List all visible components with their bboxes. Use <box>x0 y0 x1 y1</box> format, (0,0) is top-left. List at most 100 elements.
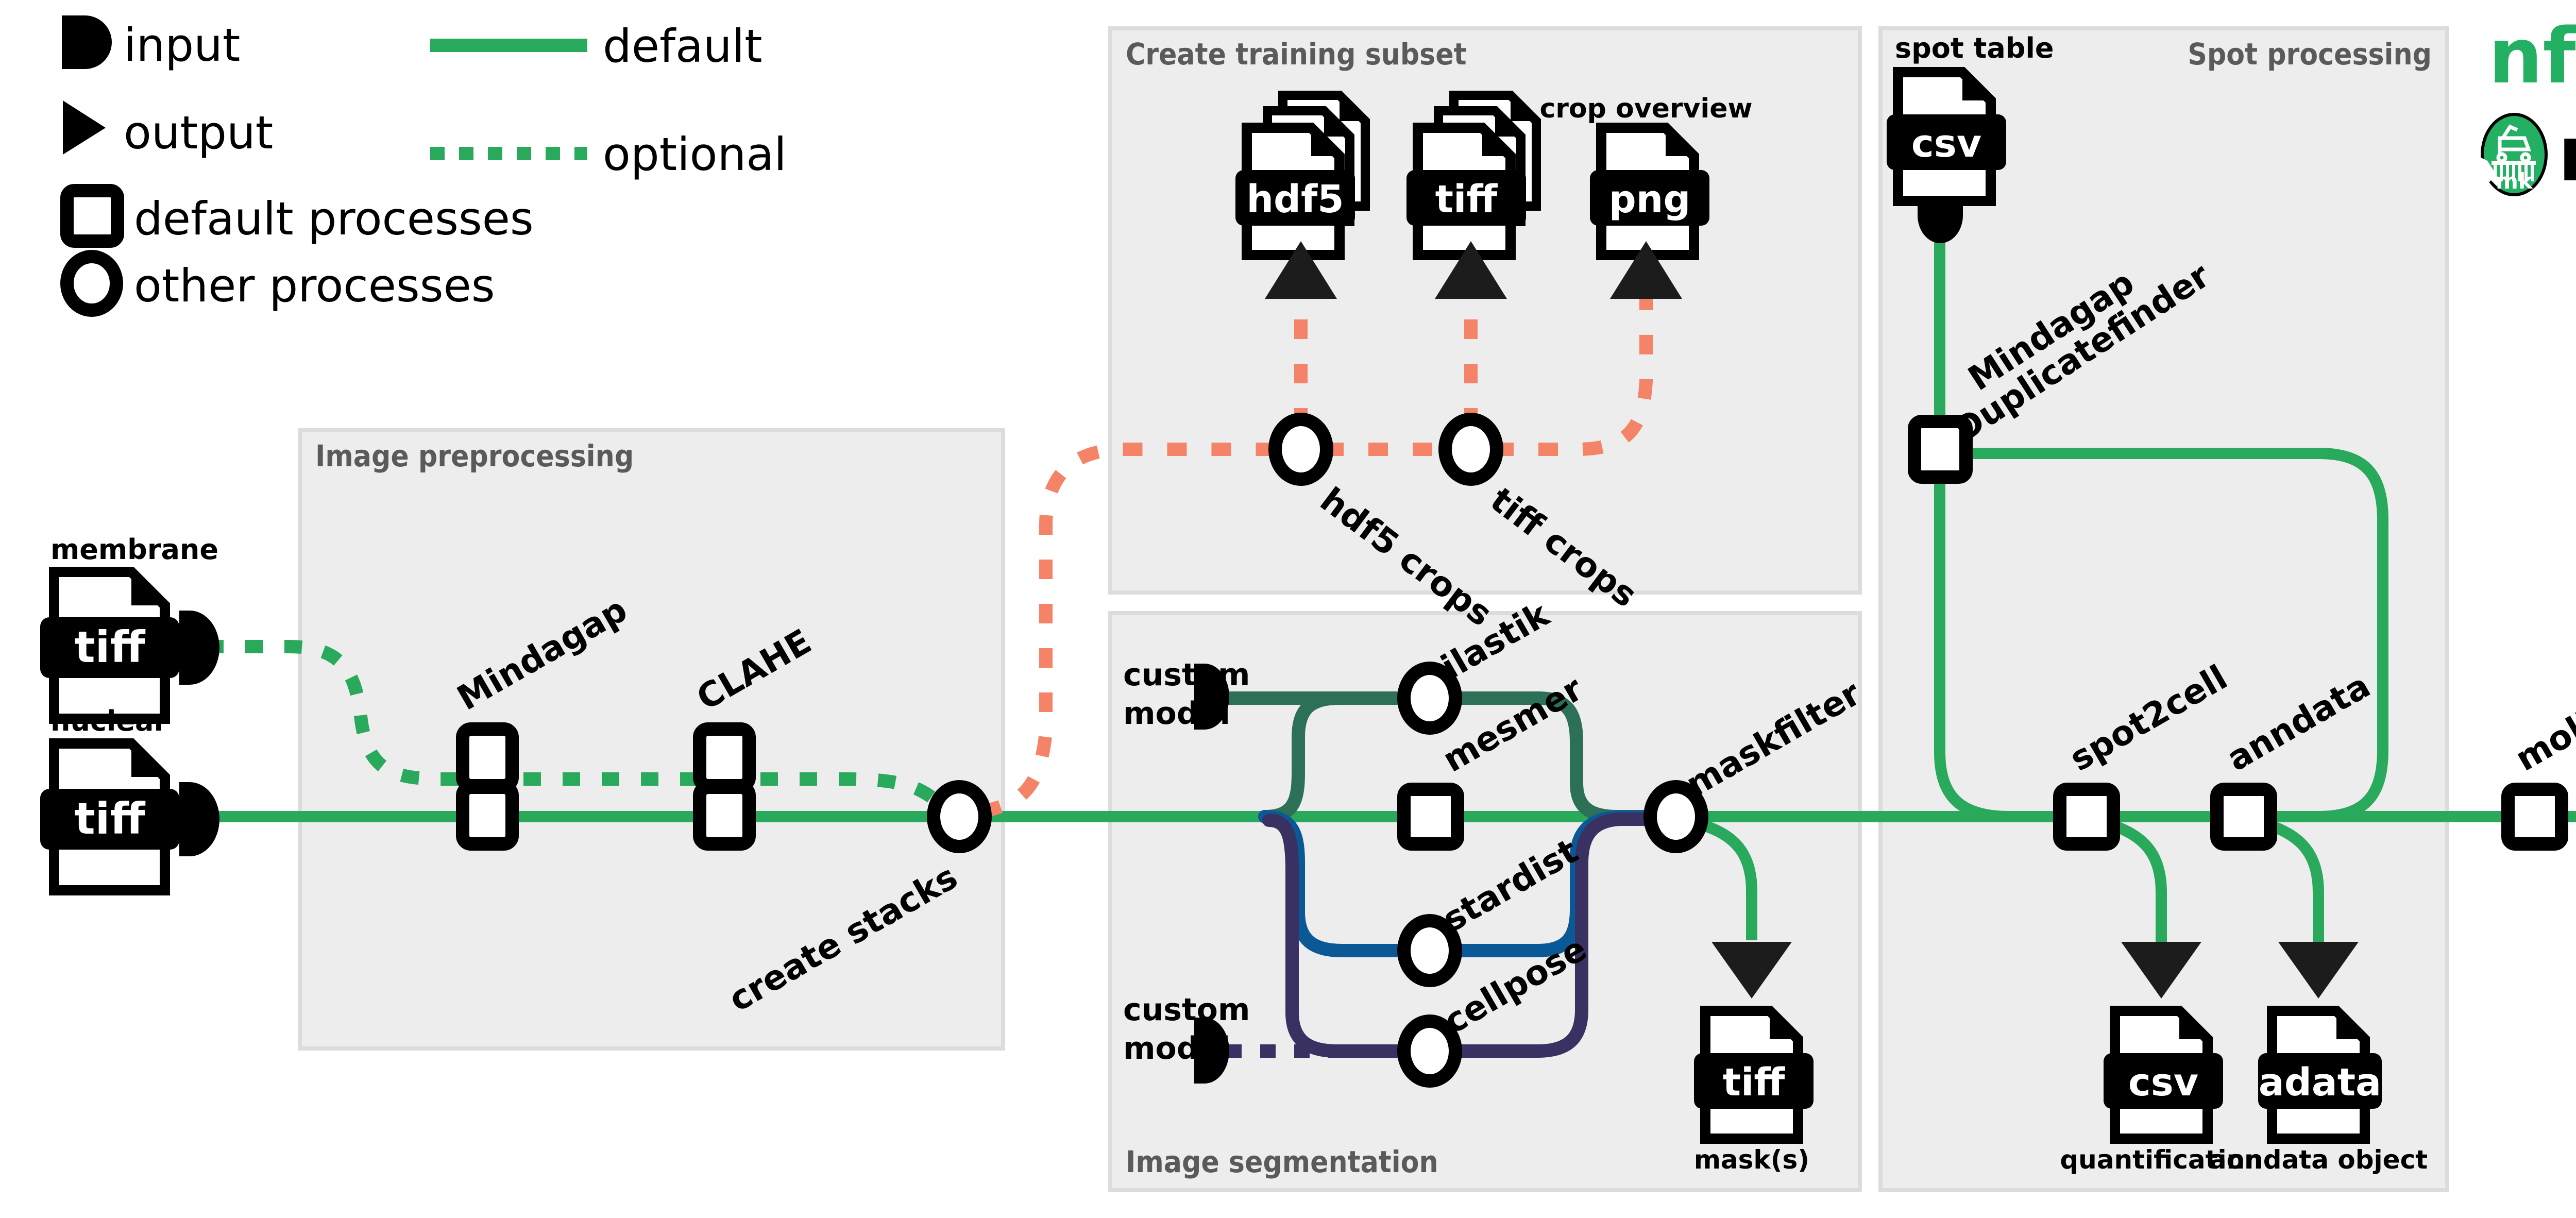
process-molkartqc[interactable]: molkartqc <box>2501 648 2576 851</box>
legend-default-process-row: default processes <box>60 184 534 248</box>
input-dshape-icon <box>1194 664 1229 730</box>
output-file-masks: tiff mask(s) <box>1694 942 1814 1175</box>
file-format-label: csv <box>2128 1060 2198 1105</box>
input-caption-custom-model-line1: custom <box>1123 992 1250 1028</box>
process-label-tiff-crops: tiff crops <box>1483 480 1644 615</box>
edge-spot2cell-to-quantification <box>2108 819 2167 942</box>
input-caption-custom-model-line1: custom <box>1123 657 1250 693</box>
input-dshape-icon <box>1194 1018 1229 1084</box>
file-icon-adata: adata <box>2258 1006 2382 1144</box>
output-file-hdf5-crops: hdf5 <box>1235 91 1370 260</box>
process-create-stacks[interactable]: create stacks <box>722 780 992 1020</box>
process-mindagap[interactable]: Mindagap <box>451 589 634 851</box>
logo-nf-prefix: nf <box>2488 12 2576 100</box>
input-dshape-icon <box>1918 206 1963 243</box>
output-triangle-icon <box>2278 942 2359 999</box>
output-file-crop-overview: crop overview png <box>1539 93 1753 260</box>
file-icon-csv: csv <box>2104 1006 2223 1144</box>
edge-createstacks-to-crops-optional <box>980 443 1278 818</box>
legend-other-process-row: other processes <box>60 250 495 317</box>
output-caption-anndata-object: anndata object <box>2209 1145 2428 1175</box>
file-format-label: tiff <box>1435 177 1498 222</box>
molkart-badge-label: mk <box>2496 168 2533 194</box>
process-maskfilter[interactable]: maskfilter <box>1643 673 1868 853</box>
input-custom-model-ilastik: custom model <box>1123 657 1250 732</box>
file-format-label: tiff <box>1723 1060 1786 1105</box>
legend-label-default-processes: default processes <box>134 192 534 245</box>
other-process-circle-icon <box>60 250 123 317</box>
input-dshape-icon <box>62 15 112 69</box>
input-caption-membrane: membrane <box>50 533 218 566</box>
edge-cellpose-to-maskfilter <box>1451 813 1655 1058</box>
process-label-maskfilter: maskfilter <box>1680 673 1868 805</box>
panel-image-preprocessing <box>298 428 1005 1051</box>
logo-org-text: nf-core/ <box>2488 12 2576 100</box>
output-file-quantification: csv quantification <box>2060 942 2263 1175</box>
legend-label-optional-line: optional <box>603 128 787 181</box>
output-triangle-icon <box>1711 942 1792 999</box>
legend-default-line-row: default <box>430 20 762 73</box>
logo-pipeline-text: molkart <box>2558 110 2576 198</box>
output-caption-masks: mask(s) <box>1694 1145 1809 1175</box>
output-file-anndata-object: adata anndata object <box>2209 942 2428 1175</box>
process-spot2cell[interactable]: spot2cell <box>2053 657 2234 851</box>
output-triangle-icon <box>1610 241 1682 299</box>
file-icon-tiff: tiff <box>40 738 179 895</box>
molkart-badge-icon: mk <box>2473 113 2548 196</box>
output-triangle-icon <box>1435 241 1507 299</box>
process-label-anndata: anndata <box>2221 666 2377 779</box>
output-caption-quantification: quantification <box>2060 1145 2262 1175</box>
input-file-membrane: membrane tiff <box>40 533 219 724</box>
file-icon-png: png <box>1590 123 1709 260</box>
process-label-molkartqc: molkartqc <box>2509 648 2576 779</box>
process-label-create-stacks: create stacks <box>722 857 964 1020</box>
output-triangle-icon <box>63 100 106 155</box>
input-caption-nuclear: nuclear <box>50 705 167 737</box>
edge-cellpose-branch <box>1262 814 1408 1058</box>
process-label-hdf5-crops: hdf5 crops <box>1313 480 1499 634</box>
process-anndata[interactable]: anndata <box>2210 666 2377 851</box>
legend-label-other-processes: other processes <box>134 259 495 312</box>
panel-spot-processing <box>1878 26 2449 1192</box>
process-label-mindagap: Mindagap <box>451 589 634 718</box>
edge-anndata-to-anndataobject <box>2265 819 2324 942</box>
file-format-label: adata <box>2259 1060 2381 1105</box>
legend-label-default-line: default <box>603 20 762 73</box>
file-icon-csv: csv <box>1887 67 2006 206</box>
process-label-spot2cell: spot2cell <box>2063 657 2234 779</box>
output-caption-crop-overview: crop overview <box>1539 93 1752 124</box>
output-triangle-icon <box>1265 241 1337 299</box>
default-process-square-icon <box>60 184 124 248</box>
legend: input output default processes other pro… <box>60 15 787 317</box>
process-clahe[interactable]: CLAHE <box>690 621 818 851</box>
input-caption-spot-table: spot table <box>1895 32 2054 64</box>
panel-title-spot-processing: Spot processing <box>2188 37 2432 72</box>
file-format-label: tiff <box>75 793 146 844</box>
edge-maskfilter-to-masks <box>1698 819 1757 940</box>
file-icon-hdf5: hdf5 <box>1235 123 1355 260</box>
panel-title-image-preprocessing: Image preprocessing <box>315 438 634 473</box>
nfcore-logo[interactable]: nf-core/ <box>2473 12 2576 198</box>
process-label-clahe: CLAHE <box>690 621 818 718</box>
legend-label-output: output <box>124 106 273 159</box>
logo-core-suffix: -core/ <box>2574 12 2576 100</box>
output-file-tiff-crops: tiff <box>1406 91 1541 260</box>
legend-label-input: input <box>124 19 240 72</box>
process-mindagap-duplicatefinder[interactable]: Mindagap Duplicatefinder <box>1908 256 2217 484</box>
edge-duplicatefinder-down-to-trunk <box>1934 448 2087 822</box>
input-file-nuclear: nuclear tiff <box>40 705 219 895</box>
input-dshape-icon <box>179 611 219 685</box>
legend-output-row: output <box>63 100 273 159</box>
output-triangle-icon <box>2121 942 2201 999</box>
file-format-label: png <box>1609 177 1691 222</box>
panel-title-image-segmentation: Image segmentation <box>1126 1144 1438 1179</box>
legend-input-row: input <box>62 15 240 72</box>
file-format-label: tiff <box>75 622 146 672</box>
file-icon-tiff: tiff <box>1406 123 1526 260</box>
edge-membrane-optional <box>206 640 484 786</box>
edge-duplicatefinder-right-to-anndata <box>1971 448 2388 822</box>
